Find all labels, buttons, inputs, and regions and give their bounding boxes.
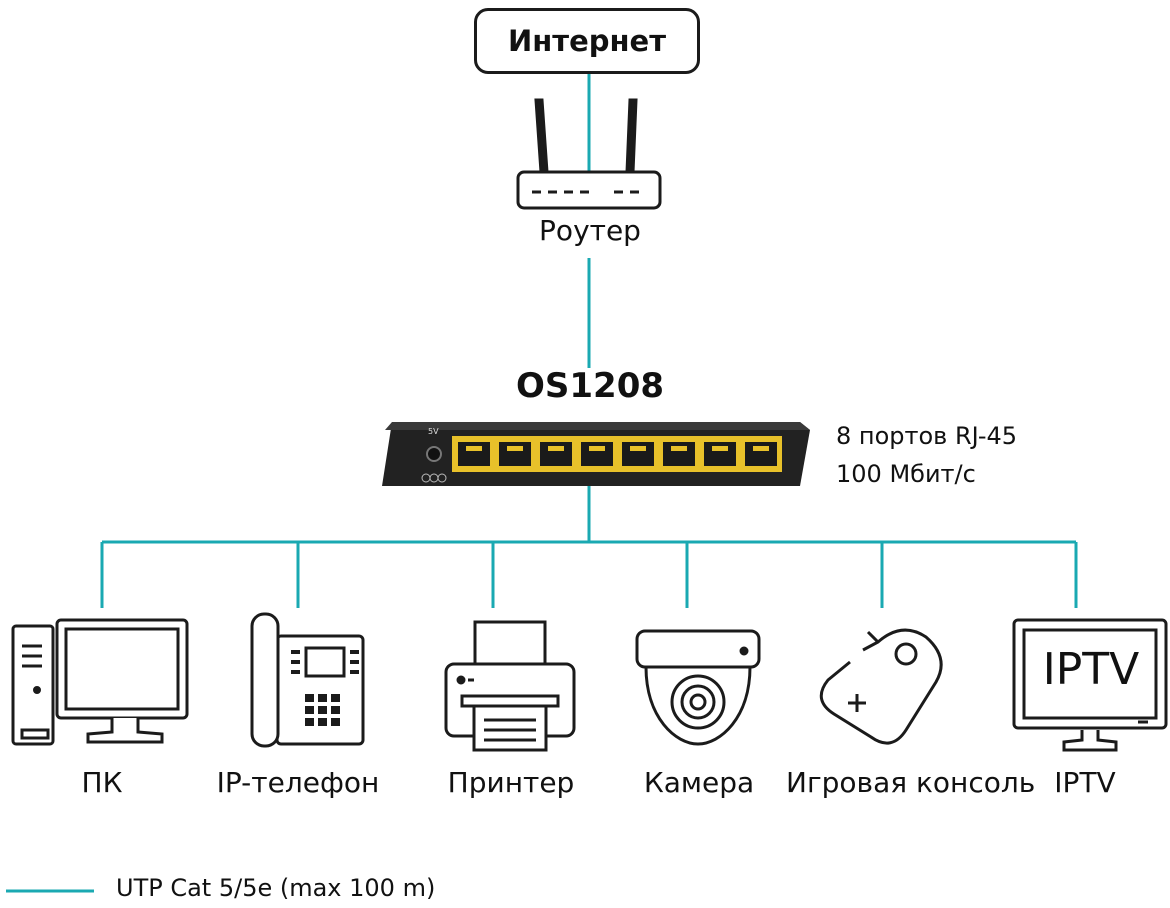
pc-icon xyxy=(11,618,189,746)
device-label-printer: Принтер xyxy=(447,766,575,799)
tv-icon xyxy=(1012,618,1168,752)
camera-icon xyxy=(635,629,761,746)
svg-text:5V: 5V xyxy=(428,427,439,436)
switch-ports-spec: 8 портов RJ-45 xyxy=(836,422,1018,450)
switch-speed-spec: 100 Мбит/с xyxy=(836,460,976,488)
gamepad-icon xyxy=(819,628,943,745)
printer-icon xyxy=(444,620,576,752)
switch-ports xyxy=(452,436,782,472)
tv-screen-text: IPTV xyxy=(1042,644,1140,695)
internet-node: Интернет xyxy=(474,8,700,74)
legend-label: UTP Cat 5/5e (max 100 m) xyxy=(116,874,436,902)
network-links xyxy=(100,74,1078,608)
device-label-camera: Камера xyxy=(643,766,755,799)
router-label: Роутер xyxy=(539,214,641,247)
device-label-ip-phone: IP-телефон xyxy=(216,766,380,799)
switch-icon: 5V xyxy=(382,422,810,486)
switch-model-label: OS1208 xyxy=(515,366,665,406)
router-icon xyxy=(516,98,662,210)
device-label-game-console: Игровая консоль xyxy=(786,766,1036,799)
ip-phone-icon xyxy=(250,612,365,748)
device-label-pc: ПК xyxy=(81,766,123,799)
internet-label: Интернет xyxy=(507,24,667,58)
device-label-iptv: IPTV xyxy=(1054,766,1116,799)
